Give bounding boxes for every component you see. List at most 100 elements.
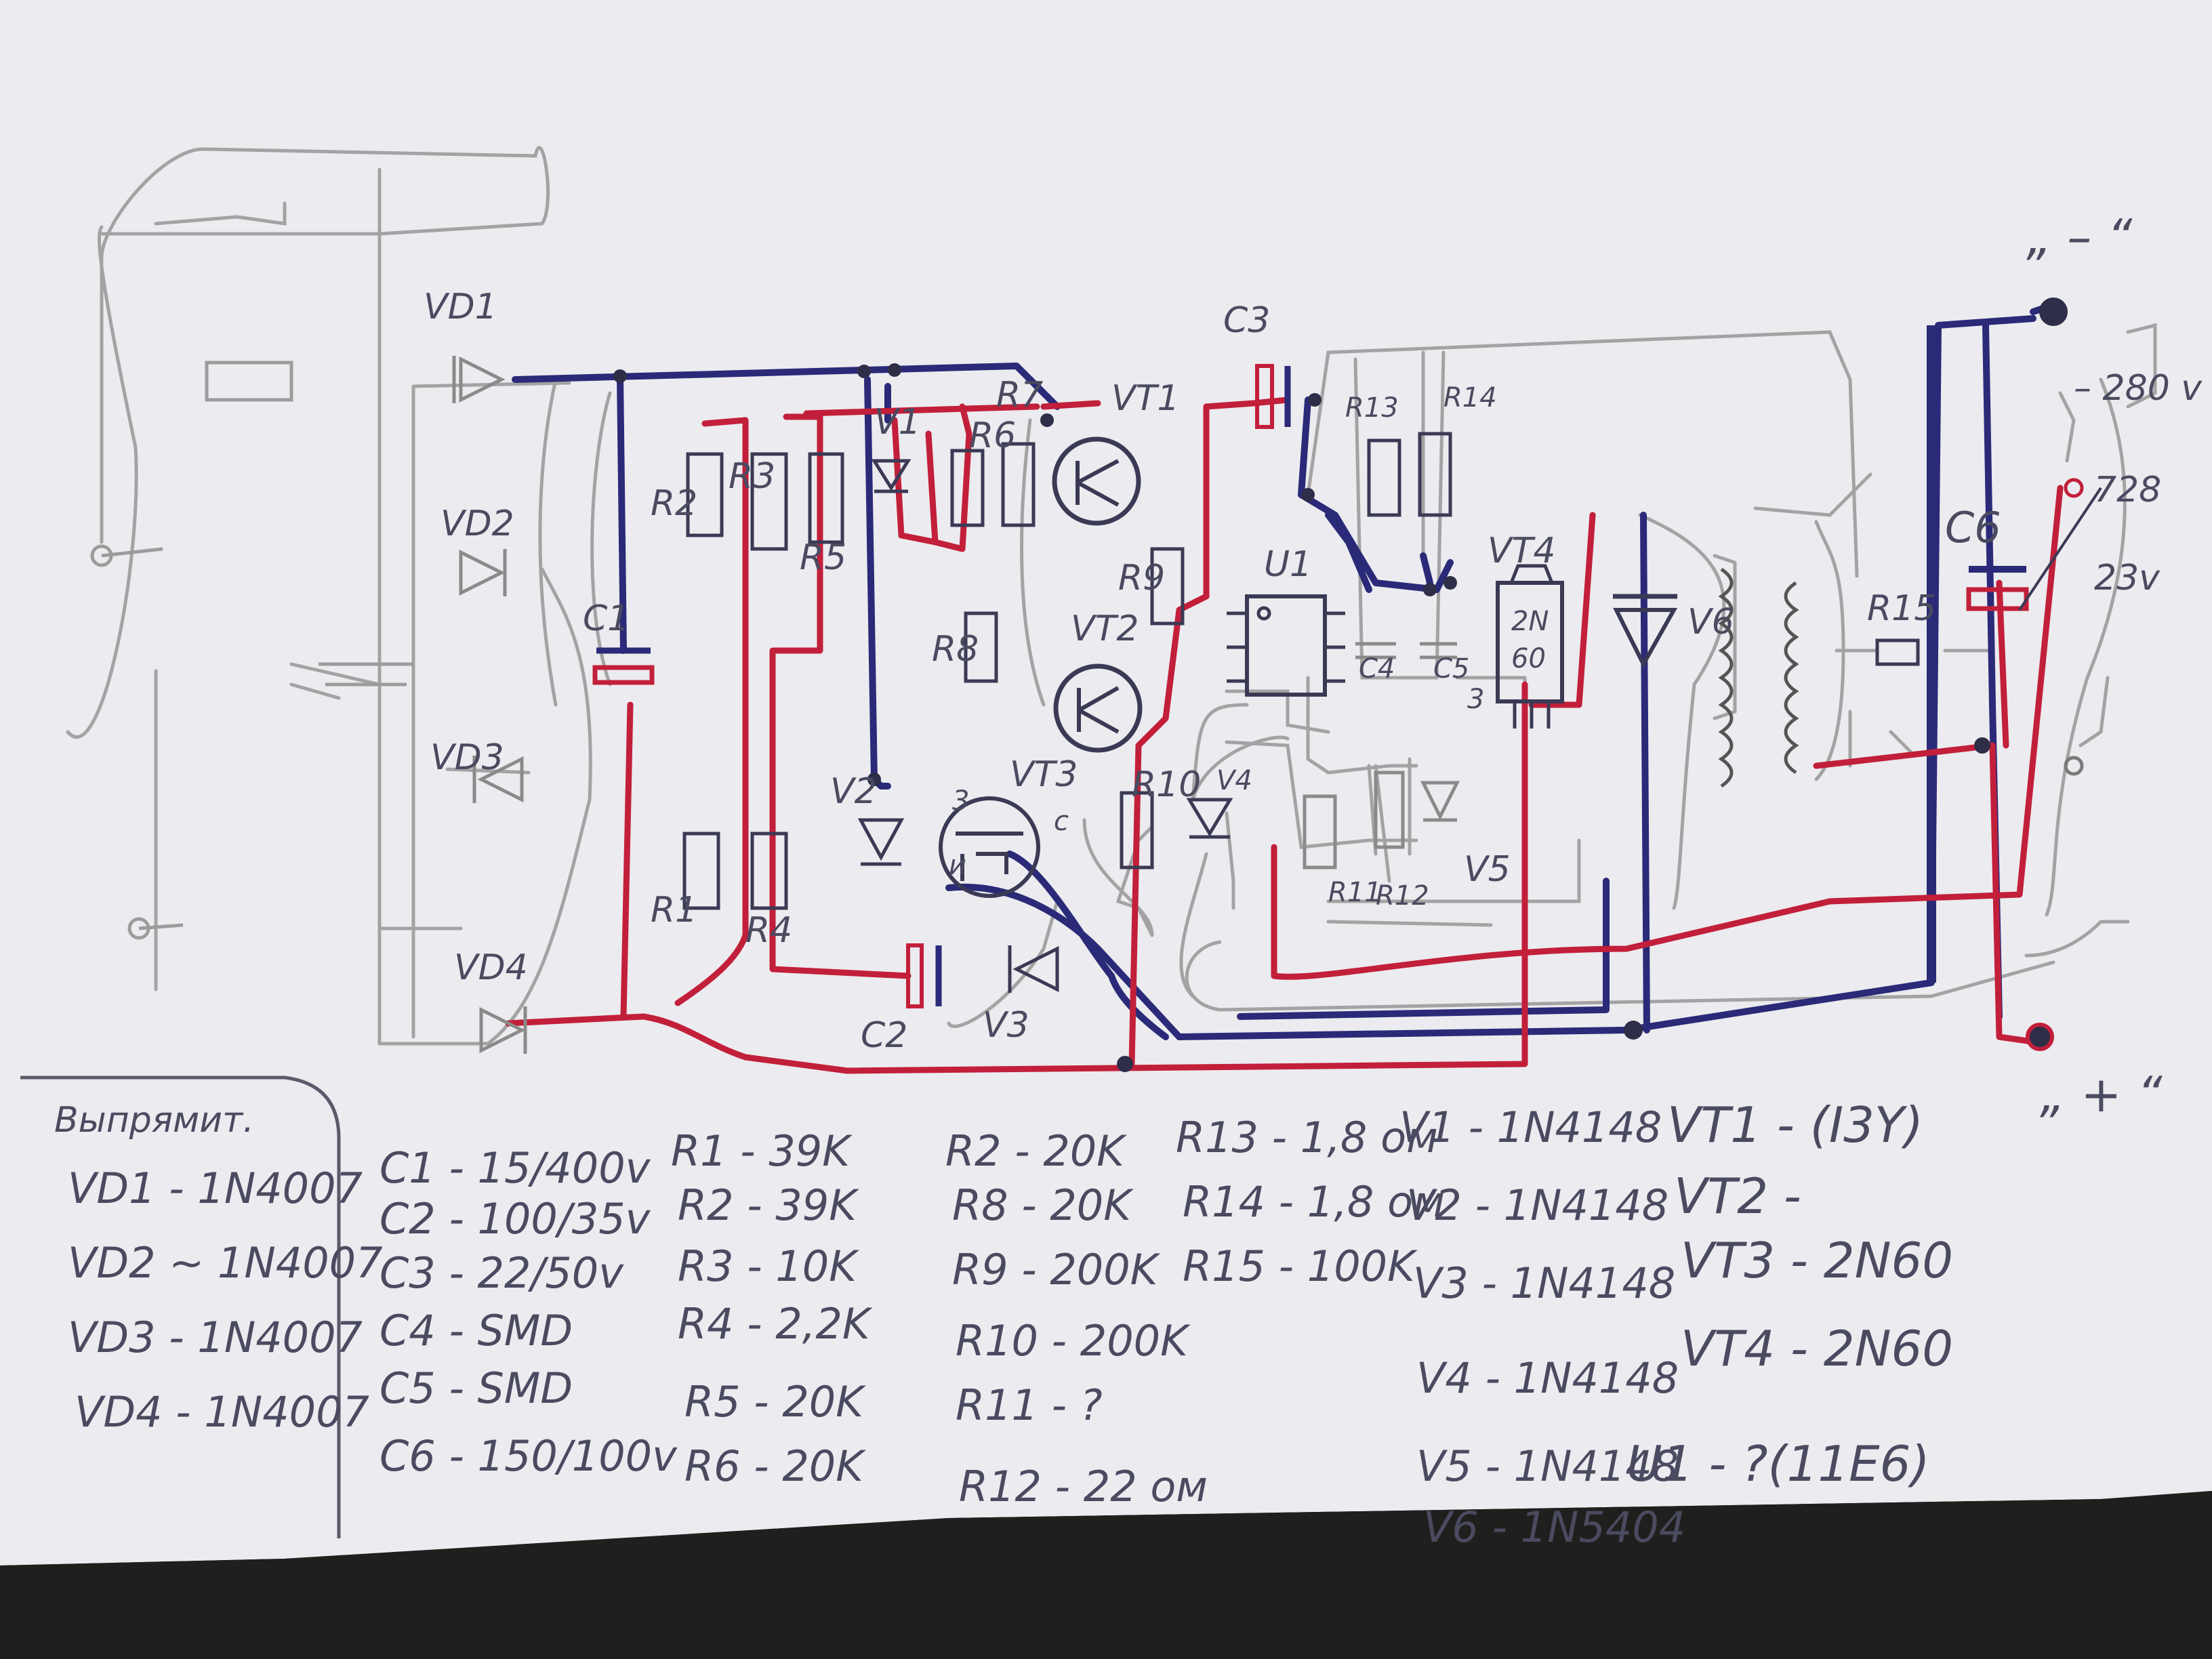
tap-terminal-low[interactable] — [2064, 756, 2084, 776]
label-r13: R13 — [1345, 392, 1399, 424]
transistor-list-item: VT3 - 2N60 — [1681, 1232, 1953, 1289]
pointer-line — [2018, 487, 2102, 611]
transistor-vt2 — [1053, 663, 1143, 753]
resistor-r5-body — [808, 452, 844, 544]
label-v3: V3 — [983, 1005, 1029, 1046]
transistor-vt1 — [1052, 436, 1141, 526]
resistor-list-item: R1 - 39K — [671, 1126, 853, 1176]
label-r5: R5 — [800, 537, 846, 578]
capacitor-c4 — [1355, 642, 1396, 659]
capacitor-c1 — [592, 647, 655, 685]
rectifier-item: VD3 - 1N4007 — [68, 1313, 363, 1362]
resistor-r15-body — [1875, 638, 1920, 666]
diode-list-item: V2 - 1N4148 — [1406, 1181, 1668, 1230]
resistor-list-item: R15 - 100K — [1183, 1242, 1418, 1291]
diode-v6 — [1613, 594, 1678, 669]
resistor-list-item: R8 - 20K — [952, 1181, 1134, 1230]
fuse-outline — [205, 361, 293, 402]
resistor-r1-body — [682, 832, 720, 910]
resistor-list-item: R14 - 1,8 ом — [1183, 1177, 1445, 1227]
diode-list-item: V4 - 1N4148 — [1416, 1353, 1679, 1403]
resistor-list-item: R3 - 10K — [678, 1242, 859, 1291]
output-terminal-plus[interactable] — [2026, 1023, 2054, 1051]
capacitor-list-item: C5 - SMD — [380, 1364, 573, 1413]
capacitor-list-item: C2 - 100/35v — [380, 1194, 651, 1244]
label-c3: C3 — [1223, 300, 1270, 341]
resistor-list-item: R2 - 39K — [678, 1181, 859, 1230]
label-v1: V1 — [874, 402, 921, 443]
diode-v1 — [871, 459, 912, 493]
label-r3: R3 — [729, 456, 775, 497]
resistor-list-item: R4 - 2,2K — [678, 1299, 873, 1349]
label-r10: R10 — [1132, 764, 1201, 805]
transistor-list-item: VT2 - — [1674, 1168, 1801, 1225]
tap-terminal-728[interactable] — [2064, 478, 2084, 498]
label-voltage-23: 23v — [2094, 558, 2160, 598]
rectifier-title: Выпрямит. — [54, 1100, 254, 1141]
resistor-list-item: R6 - 20K — [684, 1441, 866, 1491]
resistor-r6-body — [950, 449, 985, 527]
resistor-r11-body — [1303, 794, 1337, 869]
diode-vd2 — [459, 549, 507, 596]
schematic-labels: VD1 VD2 VD3 VD4 C1 C2 C3 C4 C5 C6 R1 R2 … — [424, 209, 2203, 1123]
resistor-r4-body — [750, 832, 788, 910]
label-c2: C2 — [861, 1015, 907, 1056]
label-r4: R4 — [745, 910, 792, 951]
diode-list-item: V6 - 1N5404 — [1423, 1502, 1685, 1552]
label-v5: V5 — [1464, 849, 1511, 890]
label-r1: R1 — [651, 890, 697, 930]
label-r8: R8 — [932, 629, 979, 670]
vt3-pin-u: и — [949, 850, 966, 881]
components — [452, 298, 2102, 1054]
label-c5: C5 — [1433, 653, 1469, 684]
resistor-list-item: R11 - ? — [956, 1380, 1103, 1430]
capacitor-list-item: C4 - SMD — [380, 1306, 573, 1355]
label-vd2: VD2 — [441, 504, 514, 544]
capacitor-c5 — [1420, 642, 1457, 659]
label-r14: R14 — [1443, 382, 1497, 413]
label-terminal-plus: „ + “ — [2040, 1066, 2163, 1123]
label-c1: C1 — [583, 598, 630, 639]
resistor-list-item: R12 - 22 ом — [959, 1462, 1208, 1511]
label-r7: R7 — [996, 375, 1043, 415]
resistor-list-item: R13 - 1,8 ом — [1176, 1113, 1438, 1162]
resistor-list-item: R2 - 20K — [945, 1126, 1127, 1176]
label-v6: V6 — [1687, 602, 1734, 642]
vt3-pin-3: 3 — [952, 785, 969, 817]
rectifier-box-outline — [20, 1076, 341, 1538]
resistor-r8-body — [964, 611, 998, 683]
vt4-marking-bottom: 60 — [1511, 643, 1546, 674]
junction-dots — [613, 301, 2064, 1072]
label-u1: U1 — [1264, 544, 1312, 585]
transistor-list-item: U1 - ?(11E6) — [1626, 1435, 1930, 1492]
capacitor-c3 — [1255, 364, 1291, 429]
label-r15: R15 — [1867, 588, 1936, 629]
table-surface — [0, 1491, 2212, 1659]
inductor-coil-left — [1718, 567, 1734, 788]
resistor-r10-body — [1120, 791, 1154, 869]
rectifier-item: VD1 - 1N4007 — [68, 1164, 363, 1213]
capacitor-list-item: C6 - 150/100v — [380, 1431, 678, 1481]
output-terminal-minus[interactable] — [2039, 298, 2068, 326]
label-vt4: VT4 — [1488, 531, 1555, 571]
transistor-list-item: VT4 - 2N60 — [1681, 1320, 1953, 1377]
capacitor-list-item: C3 - 22/50v — [380, 1248, 624, 1298]
diode-vd1 — [452, 356, 506, 403]
rectifier-item: VD4 - 1N4007 — [75, 1387, 369, 1437]
label-v2: V2 — [830, 771, 877, 812]
resistor-r9-body — [1150, 547, 1185, 626]
diode-vd4 — [479, 1006, 527, 1054]
label-vt3: VT3 — [1010, 754, 1078, 795]
label-voltage-728: 728 — [2094, 470, 2161, 510]
diode-vd3 — [472, 756, 524, 803]
capacitor-c2 — [906, 943, 942, 1008]
label-vd4: VD4 — [454, 947, 528, 988]
resistor-r12-body — [1374, 771, 1405, 849]
resistor-list-item: R10 - 200K — [956, 1316, 1191, 1366]
resistor-r13-body — [1367, 438, 1401, 517]
pencil-components — [90, 361, 413, 940]
label-v4: V4 — [1216, 765, 1252, 796]
label-voltage-280: – 280 v — [2074, 368, 2203, 409]
label-r2: R2 — [651, 483, 697, 524]
